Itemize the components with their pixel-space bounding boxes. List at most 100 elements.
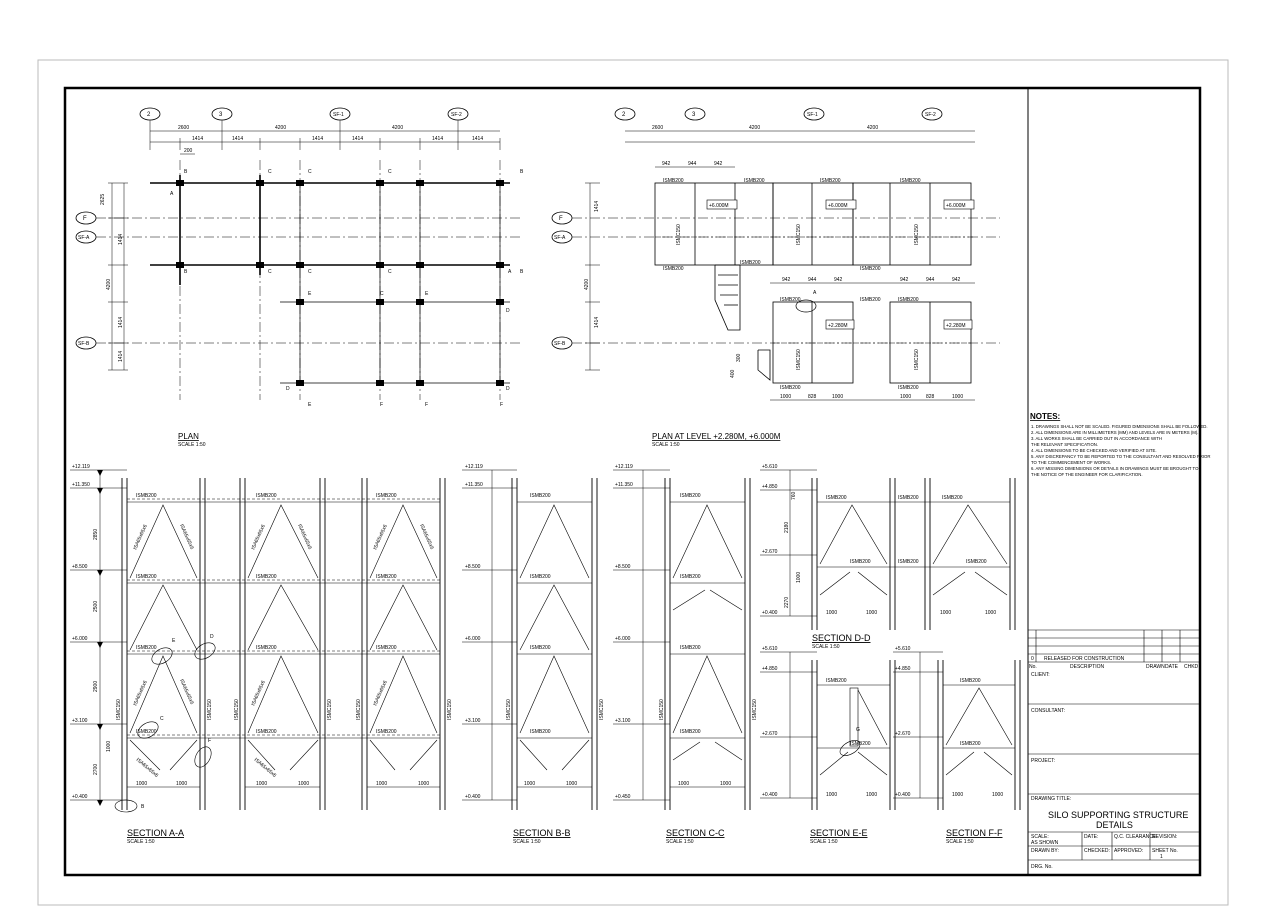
plan2-scale: SCALE 1:50 <box>652 442 680 448</box>
plan2-marker-a <box>795 299 817 313</box>
section-a-marker-d: D <box>210 634 214 640</box>
section-f-level-3: +2.670 <box>895 731 911 737</box>
plan-level-view: 2 3 SF-1 SF-2 2600 4200 4200 942 944 942… <box>551 107 1000 448</box>
section-b-col-2: ISMC150 <box>599 699 605 720</box>
plan2-stair-dim-2: 400 <box>730 369 736 378</box>
section-a-beam-7: ISMB200 <box>136 645 157 651</box>
section-a-base-3: 1000 <box>256 781 267 787</box>
plan-dim-left-5: 1414 <box>118 351 124 362</box>
title-block: 0 RELEASED FOR CONSTRUCTION No. DESCRIPT… <box>1028 629 1200 870</box>
plan2-level-tag-3: +6.000M <box>946 203 966 209</box>
client-label: CLIENT: <box>1031 672 1050 678</box>
plan-dim-left-2: 1414 <box>118 234 124 245</box>
plan2-col-label-3: ISMC150 <box>914 224 920 245</box>
plan2-grid-sf2: SF-2 <box>925 112 936 118</box>
section-a-beam-9: ISMB200 <box>376 645 397 651</box>
sheet-no-label: SHEET No. <box>1152 848 1178 854</box>
drawing-title-1: SILO SUPPORTING STRUCTURE <box>1048 810 1188 820</box>
plan-grid-3: 3 <box>219 112 223 118</box>
plan2-dim-4200b: 4200 <box>867 125 878 131</box>
section-a-level-arrows <box>97 470 103 806</box>
plan2-beam-label-2: ISMB200 <box>744 178 765 184</box>
plan2-level-tags <box>706 199 975 330</box>
plan2-dim-bot-4: 1000 <box>900 394 911 400</box>
section-a-brace-5: ISA65x65x6 <box>372 524 389 551</box>
plan-mark-bot-6: D <box>506 386 510 392</box>
notes-heading: NOTES: <box>1030 412 1060 421</box>
section-a-level-marks <box>70 469 127 801</box>
plan-mark-bot-2: E <box>308 402 312 408</box>
section-e-braces <box>819 687 888 776</box>
plan2-beam-label-4: ISMB200 <box>900 178 921 184</box>
note-8: 6. ANY MISSING DIMENSIONS OR DETAILS IN … <box>1031 466 1199 471</box>
section-f-beam-2: ISMB200 <box>960 741 981 747</box>
section-f-beam-1: ISMB200 <box>960 678 981 684</box>
section-e-beam-1: ISMB200 <box>826 678 847 684</box>
plan2-grid-f: F <box>559 216 563 222</box>
plan-grid-sfb: SF-B <box>78 341 90 347</box>
section-e-base-1: 1000 <box>826 792 837 798</box>
plan-mark-mid-6: A <box>508 269 512 275</box>
section-b-level-4: +6.000 <box>465 636 481 642</box>
plan-view: 2 3 SF-1 SF-2 <box>75 107 524 448</box>
section-e-e: +5.610 +4.850 +2.670 +0.400 ISMB200 ISMB… <box>760 646 896 845</box>
plan-mark-mid-5: C <box>388 269 392 275</box>
section-d-beam-3: ISMB200 <box>942 495 963 501</box>
section-a-beam-2: ISMB200 <box>256 493 277 499</box>
note-3: 3. ALL WORKS SHALL BE CARRIED OUT IN ACC… <box>1031 436 1162 441</box>
revision-label: REVISION: <box>1152 834 1177 840</box>
sheet-no-value: 1 <box>1160 854 1163 860</box>
section-a-brace-11: ISA65x65x6 <box>135 757 160 779</box>
section-b-b: +12.119 +11.350 +8.500 +6.000 +3.100 +0.… <box>462 464 605 845</box>
section-e-beam-2: ISMB200 <box>850 741 871 747</box>
section-c-braces <box>672 504 743 761</box>
note-2: 2. ALL DIMENSIONS ARE IN MILLIMETERS (MM… <box>1031 430 1198 435</box>
plan2-dim-left-2: 4200 <box>584 279 590 290</box>
section-b-level-5: +3.100 <box>465 718 481 724</box>
section-d-level-3: +2.670 <box>762 549 778 555</box>
section-f-braces <box>945 687 1013 776</box>
plan2-level-tag-2: +6.000M <box>828 203 848 209</box>
plan-mark-bot-3: F <box>380 402 383 408</box>
section-a-brace-6: ISA65x65x6 <box>418 523 435 550</box>
section-b-base-1: 1000 <box>524 781 535 787</box>
section-a-col-5: ISMC150 <box>356 699 362 720</box>
section-f-level-marks <box>893 651 943 799</box>
plan-grid-bubbles-left <box>75 211 97 350</box>
scale-value: AS SHOWN <box>1031 840 1059 846</box>
plan2-grid-3: 3 <box>692 112 696 118</box>
plan2-beam-label-9: ISMB200 <box>860 297 881 303</box>
plan2-dim-left-3: 1414 <box>594 317 600 328</box>
section-b-beam-1: ISMB200 <box>530 493 551 499</box>
plan-mark-mid-7: B <box>520 269 524 275</box>
plan-scale: SCALE 1:50 <box>178 442 206 448</box>
section-a-brace-1: ISA65x65x6 <box>132 524 149 551</box>
plan-mark-top-5: B <box>520 169 524 175</box>
section-a-columns <box>121 478 446 810</box>
plan-mark-mid-1: A <box>170 191 174 197</box>
section-e-level-1: +5.610 <box>762 646 778 652</box>
plan-grid-sf1: SF-1 <box>333 112 344 118</box>
section-a-base-4: 1000 <box>298 781 309 787</box>
plan-dim-left-3: 4200 <box>106 279 112 290</box>
plan-dim-sub1: 1414 <box>192 136 203 142</box>
plan2-grid-sf1: SF-1 <box>807 112 818 118</box>
rev-header-no: No. <box>1029 664 1037 670</box>
section-b-beams <box>517 501 592 739</box>
section-c-title: SECTION C-C <box>666 828 725 838</box>
section-a-dim-2: 2500 <box>93 601 99 612</box>
plan-dim-sub3: 1414 <box>312 136 323 142</box>
drawn-by-label: DRAWN BY: <box>1031 848 1059 854</box>
plan-mark-bot-1: D <box>286 386 290 392</box>
drawing-title-label: DRAWING TITLE: <box>1031 796 1071 802</box>
plan2-level-tag-4: +2.280M <box>828 323 848 329</box>
section-d-beam-5: ISMB200 <box>898 559 919 565</box>
plan-mark-top-3: C <box>308 169 312 175</box>
section-a-col-4: ISMC150 <box>327 699 333 720</box>
plan-beams <box>150 175 510 285</box>
plan-mark-top-2: C <box>268 169 272 175</box>
plan2-brace-lines <box>655 236 973 344</box>
section-d-beam-1: ISMB200 <box>826 495 847 501</box>
plan2-col-label-4: ISMC150 <box>796 349 802 370</box>
